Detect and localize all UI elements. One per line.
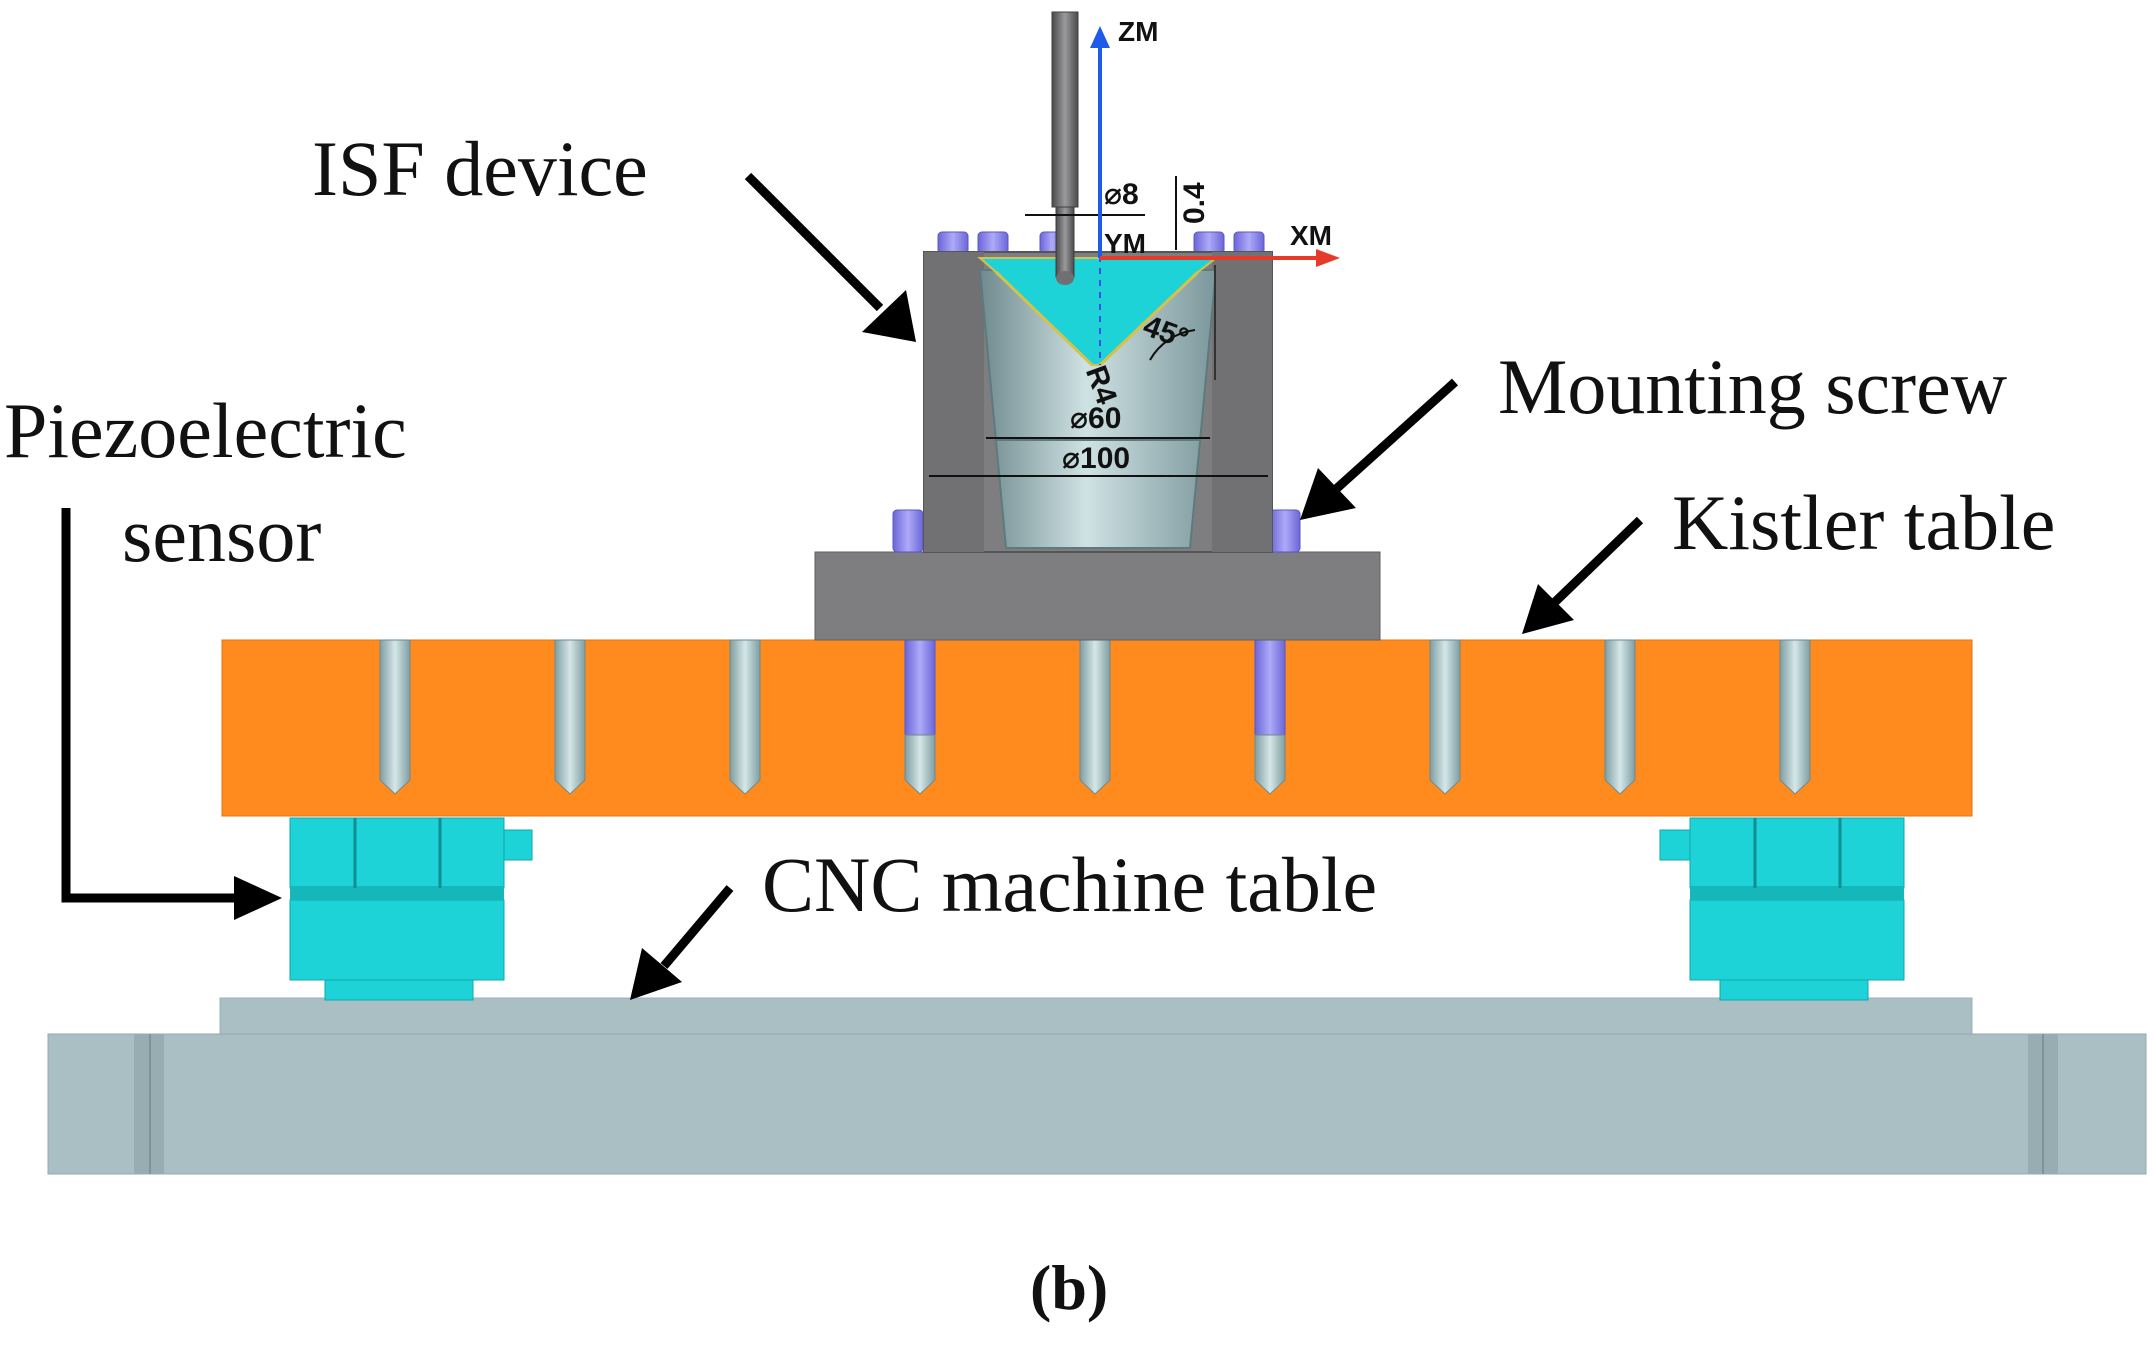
mounting-screw-arrow [1300, 378, 1459, 520]
kistler-table [221, 639, 1973, 817]
piezo-sensor-right [1659, 817, 1905, 1001]
cnc-table-arrow [630, 885, 734, 1000]
kistler-table-label: Kistler table [1672, 479, 2056, 566]
z-axis-label: ZM [1118, 16, 1159, 47]
outer-diameter-dim: ⌀100 [1062, 442, 1131, 475]
forming-tool [1051, 11, 1079, 285]
x-axis-label: XM [1290, 220, 1332, 251]
tool-diameter-dim: ⌀8 [1104, 178, 1139, 211]
inner-diameter-dim: ⌀60 [1070, 402, 1122, 435]
kistler-table-arrow [1522, 516, 1644, 634]
piezo-sensor-arrow [61, 508, 282, 920]
mounting-screws [892, 231, 1301, 553]
kistler-holes [379, 639, 1811, 795]
y-axis-label: YM [1104, 228, 1146, 259]
coordinate-axes [1090, 26, 1340, 267]
isf-device-arrow [744, 172, 916, 342]
offset-dim: 0.4 [1178, 182, 1211, 224]
isf-device-label: ISF device [312, 125, 648, 212]
mounting-screw-label: Mounting screw [1498, 343, 2008, 430]
cnc-table-label: CNC machine table [762, 841, 1378, 928]
piezo-sensor-label-line2: sensor [122, 491, 322, 578]
isf-base-plate [814, 551, 1381, 641]
figure-caption: (b) [1030, 1252, 1109, 1323]
callout-arrows [61, 172, 1644, 1000]
dimension-lines [929, 160, 1268, 477]
piezo-sensor-label-line1: Piezoelectric [4, 387, 407, 474]
piezo-sensor-left [289, 817, 533, 1001]
cnc-machine-table [47, 997, 2147, 1175]
